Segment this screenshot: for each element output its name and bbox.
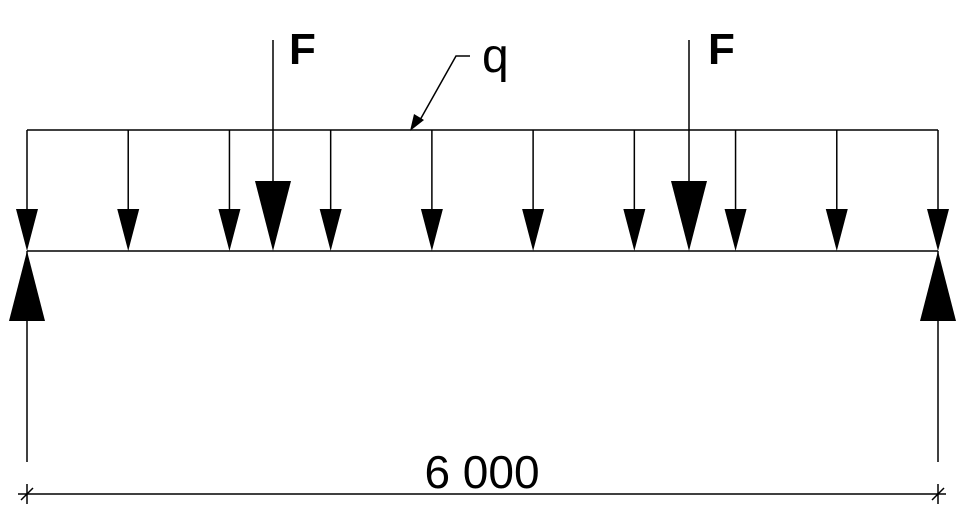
concentrated-load-right: [671, 40, 707, 251]
concentrated-load-right-arrowhead: [671, 181, 707, 251]
distributed-load-arrowhead: [623, 209, 646, 251]
support-right: [920, 251, 956, 462]
support-left: [9, 251, 45, 462]
span-dimension-label: 6 000: [424, 446, 539, 498]
concentrated-load-left: [255, 40, 291, 251]
concentrated-load-left-arrowhead: [255, 181, 291, 251]
support-right-arrowhead: [920, 251, 956, 321]
distributed-load-leader-arrowhead: [410, 114, 424, 131]
distributed-load-arrowhead: [218, 209, 241, 251]
dimension-line: [18, 484, 946, 504]
distributed-load-arrows: [16, 130, 949, 251]
distributed-load-label: q: [482, 30, 509, 83]
distributed-load-leader: [410, 55, 470, 131]
dimension-right-tick-slash: [931, 487, 945, 501]
distributed-load-leader-line: [419, 55, 470, 121]
dimension-left-tick-slash: [20, 487, 34, 501]
concentrated-load-left-label: F: [289, 25, 316, 74]
distributed-load-arrowhead: [319, 209, 342, 251]
concentrated-load-right-label: F: [708, 25, 735, 74]
distributed-load-arrowhead: [522, 209, 545, 251]
distributed-load-arrowhead: [420, 209, 443, 251]
distributed-load-arrowhead: [16, 209, 38, 251]
distributed-load-arrowhead: [724, 209, 747, 251]
distributed-load-arrowhead: [927, 209, 949, 251]
distributed-load-arrowhead: [117, 209, 140, 251]
distributed-load-arrowhead: [825, 209, 848, 251]
support-left-arrowhead: [9, 251, 45, 321]
